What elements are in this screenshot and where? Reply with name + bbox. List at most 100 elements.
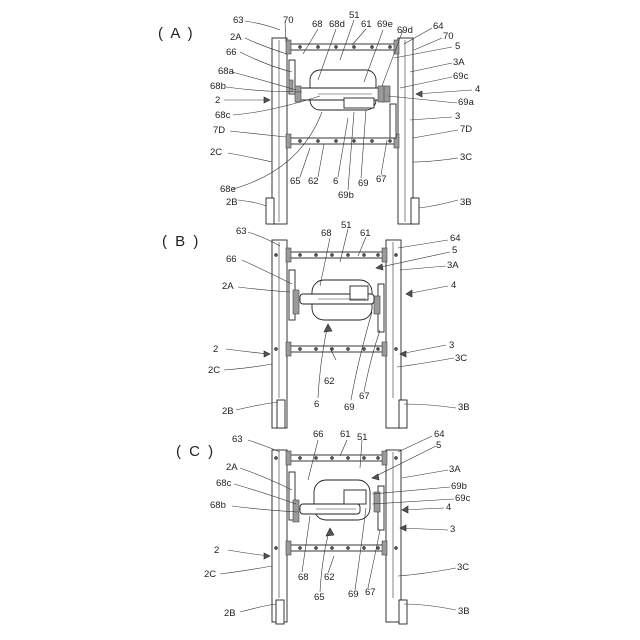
- label: 2A: [230, 32, 242, 43]
- label: 63: [232, 434, 243, 445]
- figure-b: ( B ): [162, 220, 470, 428]
- label: 3B: [458, 606, 470, 617]
- label: 64: [433, 21, 444, 32]
- label: 68: [321, 228, 332, 239]
- label: 68: [312, 19, 323, 30]
- left-foot-c: [276, 600, 284, 624]
- label: 67: [365, 587, 376, 598]
- label: 2C: [210, 147, 222, 158]
- label: 5: [455, 41, 460, 52]
- label: 68b: [210, 500, 226, 511]
- label: 69b: [338, 190, 354, 201]
- label: 3B: [460, 197, 472, 208]
- label: 69: [344, 402, 355, 413]
- label: 69: [348, 589, 359, 600]
- label: 3C: [457, 562, 469, 573]
- label: 4: [475, 84, 480, 95]
- label: 65: [314, 592, 325, 603]
- label: 66: [226, 254, 237, 265]
- top-rail-c: [287, 455, 386, 461]
- label: 2: [214, 545, 219, 556]
- figure-c: ( C ): [176, 429, 471, 624]
- label: 3: [449, 340, 454, 351]
- label: 6: [314, 399, 319, 410]
- label: 65: [290, 176, 301, 187]
- label: 69a: [458, 97, 475, 108]
- label: 2B: [226, 197, 238, 208]
- label: 61: [360, 228, 371, 239]
- label: 3: [450, 524, 455, 535]
- label: 7D: [213, 125, 225, 136]
- label: 2: [215, 95, 220, 106]
- label: 68: [298, 572, 309, 583]
- label: 61: [361, 19, 372, 30]
- label: 68a: [218, 66, 235, 77]
- label: 69c: [453, 71, 469, 82]
- label: 70: [443, 31, 454, 42]
- label: 2C: [204, 569, 216, 580]
- label: 67: [359, 391, 370, 402]
- left-foot-a: [266, 198, 274, 224]
- label: 64: [450, 233, 461, 244]
- label: 2A: [226, 462, 238, 473]
- figure-a: ( A ): [158, 10, 480, 224]
- label: 64: [434, 429, 445, 440]
- left-foot-b: [277, 400, 285, 428]
- label: 61: [340, 429, 351, 440]
- label: 5: [452, 245, 457, 256]
- label: 66: [313, 429, 324, 440]
- label: 63: [236, 226, 247, 237]
- label: 68b: [210, 81, 226, 92]
- label: 3B: [458, 402, 470, 413]
- label: 2: [213, 344, 218, 355]
- figure-c-title: ( C ): [176, 443, 215, 460]
- label: 70: [283, 15, 294, 26]
- label: 69c: [455, 493, 471, 504]
- figure-b-title: ( B ): [162, 233, 200, 250]
- label: 68c: [216, 478, 232, 489]
- right-foot-a: [411, 198, 419, 224]
- label: 2C: [208, 365, 220, 376]
- label: 69b: [451, 481, 467, 492]
- label: 2B: [222, 406, 234, 417]
- label: 51: [357, 432, 368, 443]
- label: 62: [324, 376, 335, 387]
- label: 63: [233, 15, 244, 26]
- label: 69e: [377, 19, 393, 30]
- left-pillar-a: [272, 38, 287, 224]
- bottom-rail-a: [287, 138, 398, 144]
- bottom-rail-c: [287, 545, 386, 551]
- label: 69: [358, 178, 369, 189]
- left-pillar-c: [272, 450, 287, 622]
- label: 3A: [447, 260, 459, 271]
- label: 62: [308, 176, 319, 187]
- right-pillar-a: [398, 38, 413, 224]
- label: 3C: [460, 152, 472, 163]
- right-foot-c: [399, 600, 407, 624]
- label: 3A: [449, 464, 461, 475]
- label: 4: [446, 502, 451, 513]
- label: 67: [376, 174, 387, 185]
- leader-lines-c: [220, 436, 456, 612]
- label: 3C: [455, 353, 467, 364]
- right-pillar-c: [386, 450, 401, 622]
- label: 66: [226, 47, 237, 58]
- label: 3: [455, 111, 460, 122]
- label: 2A: [222, 281, 234, 292]
- label: 51: [349, 10, 360, 21]
- top-rail-a: [287, 44, 398, 50]
- label: 51: [341, 220, 352, 231]
- label: 62: [324, 572, 335, 583]
- label: 68e: [220, 184, 236, 195]
- label: 2B: [224, 608, 236, 619]
- figure-a-title: ( A ): [158, 25, 195, 42]
- label: 4: [451, 280, 456, 291]
- label: 7D: [460, 124, 472, 135]
- label: 68d: [329, 19, 345, 30]
- top-rail-b: [287, 252, 386, 258]
- label: 6: [333, 176, 338, 187]
- label: 5: [436, 440, 441, 451]
- label: 3A: [453, 57, 465, 68]
- label: 68c: [215, 110, 231, 121]
